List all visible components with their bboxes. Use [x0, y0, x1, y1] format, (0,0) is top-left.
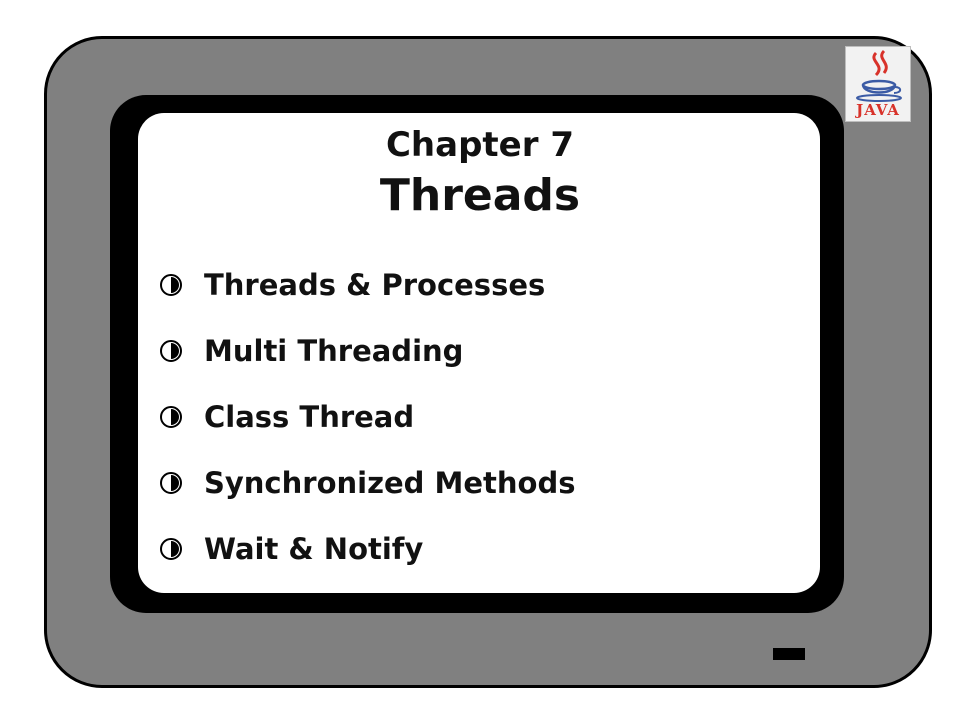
monitor-screen: [138, 113, 820, 593]
topic-label: Synchronized Methods: [204, 466, 576, 500]
list-item: Class Thread: [160, 384, 575, 450]
list-item: Multi Threading: [160, 318, 575, 384]
power-indicator: [773, 648, 805, 660]
topic-label: Multi Threading: [204, 334, 464, 368]
java-coffee-cup-icon: [856, 49, 902, 102]
chapter-heading: Chapter 7: [385, 125, 574, 165]
list-item: Synchronized Methods: [160, 450, 575, 516]
bullet-icon: [160, 340, 182, 362]
topic-label: Threads & Processes: [204, 268, 546, 302]
topic-label: Wait & Notify: [204, 532, 424, 566]
topic-label: Class Thread: [204, 400, 415, 434]
bullet-icon: [160, 472, 182, 494]
topic-list: Threads & Processes Multi Threading Clas…: [160, 252, 575, 582]
slide-title: Threads: [379, 170, 581, 221]
java-logo: JAVA: [845, 46, 911, 122]
java-logo-text: JAVA: [856, 101, 900, 119]
list-item: Threads & Processes: [160, 252, 575, 318]
bullet-icon: [160, 406, 182, 428]
bullet-icon: [160, 538, 182, 560]
bullet-icon: [160, 274, 182, 296]
list-item: Wait & Notify: [160, 516, 575, 582]
